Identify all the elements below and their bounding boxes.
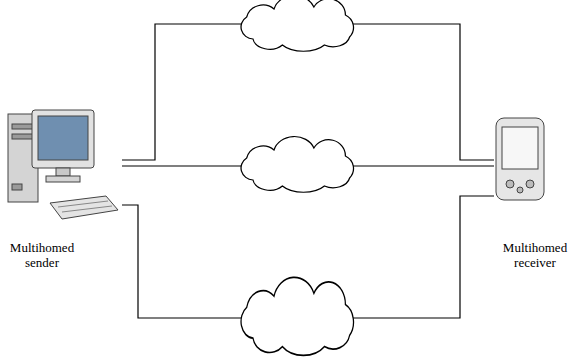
sender-node: Multihomed sender <box>2 105 122 270</box>
receiver-node: Multihomed receiver <box>494 110 576 270</box>
network-cloud <box>241 277 353 355</box>
network-cloud <box>241 0 353 51</box>
device-label: Multihomed receiver <box>494 240 576 270</box>
pda-icon <box>496 118 544 200</box>
computer-icon <box>8 110 118 219</box>
network-cloud <box>241 137 353 193</box>
device-label: Multihomed sender <box>2 240 82 270</box>
